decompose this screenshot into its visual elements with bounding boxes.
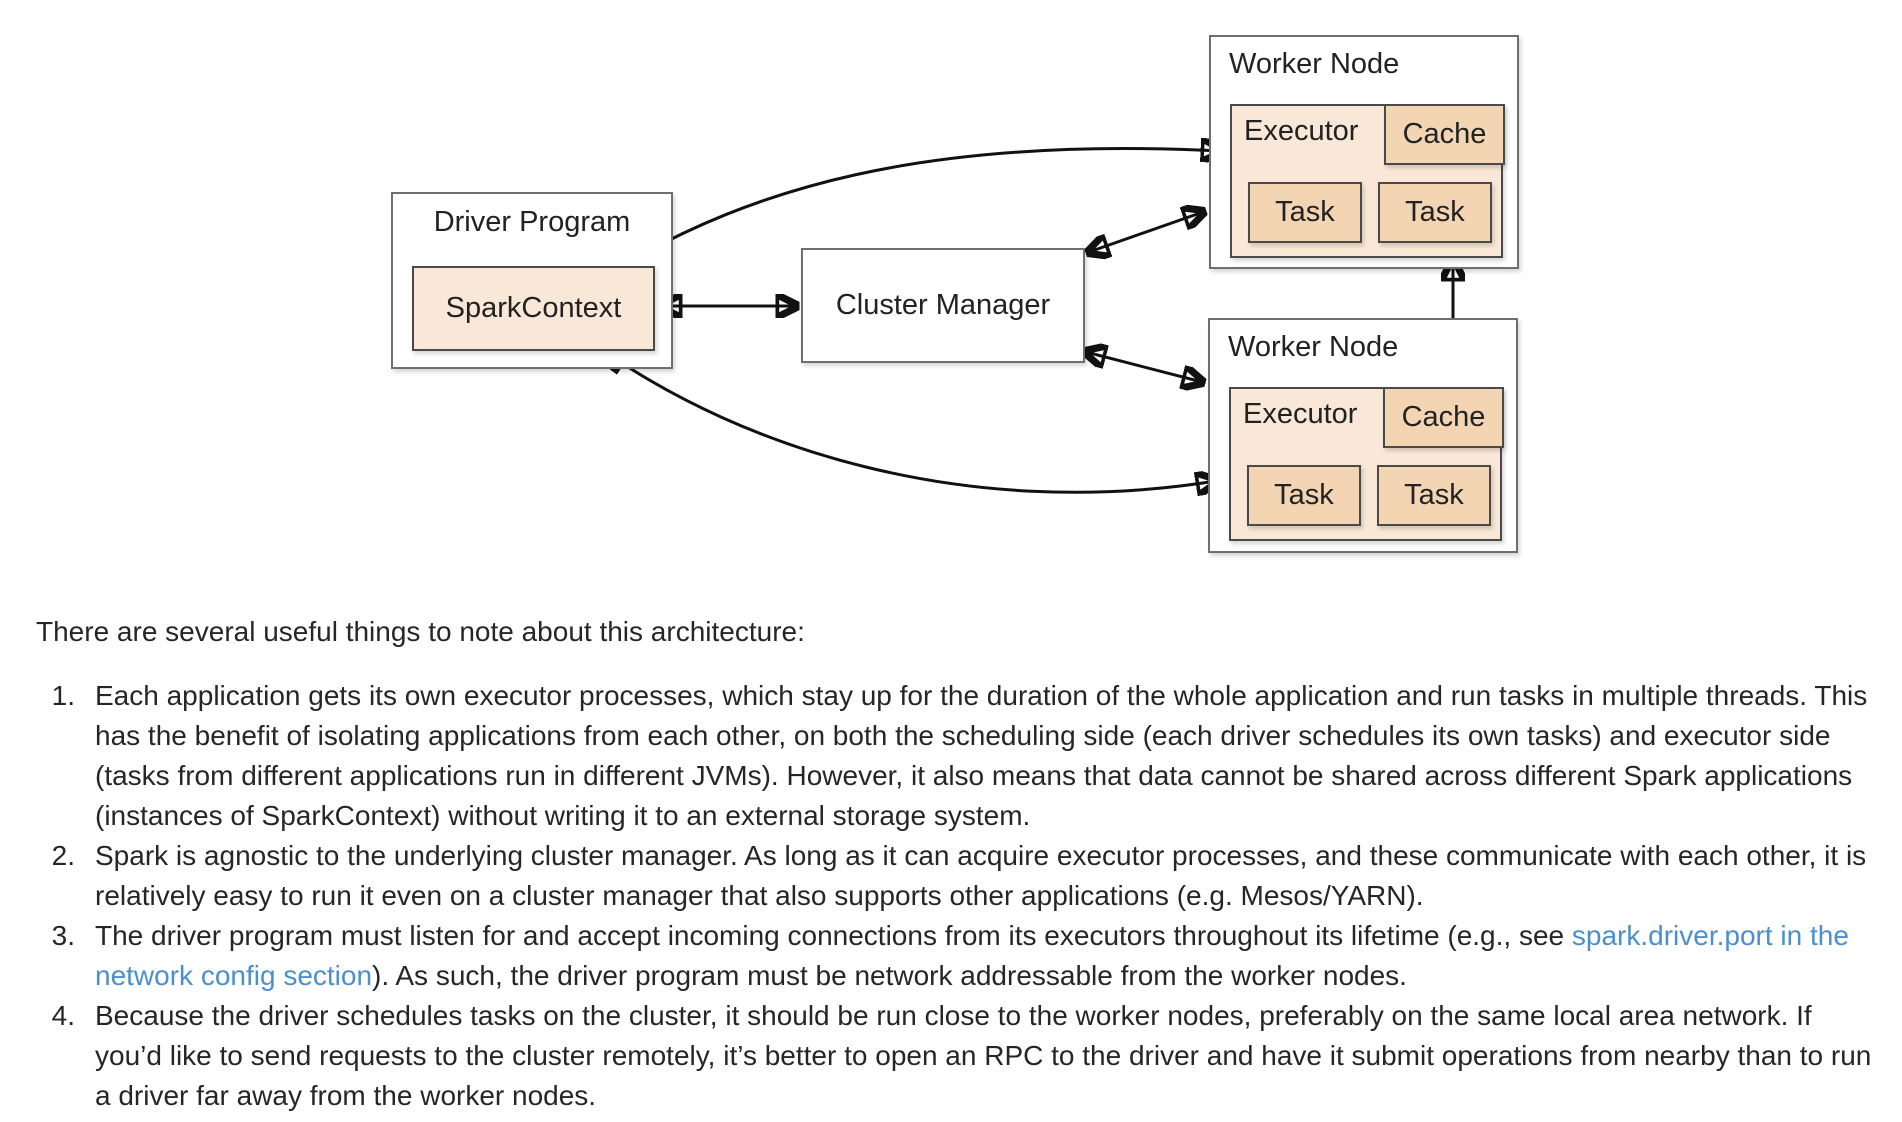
spark-cluster-architecture-diagram: Driver Program SparkContext Cluster Mana… [391, 35, 1519, 553]
worker-1-executor-label: Executor [1244, 115, 1359, 147]
worker-node-1-box: Worker Node Executor Cache Task Task [1209, 35, 1519, 269]
spark-context-box: SparkContext [412, 266, 655, 351]
list-item: Spark is agnostic to the underlying clus… [36, 836, 1882, 916]
list-item-text: Spark is agnostic to the underlying clus… [95, 840, 1867, 911]
list-item-text: The driver program must listen for and a… [95, 920, 1572, 951]
worker-2-task-box: Task [1377, 465, 1491, 526]
worker-1-task-box: Task [1378, 182, 1492, 243]
spark-driver-port-network-config-link[interactable]: spark.driver.port in the network config … [95, 920, 1849, 991]
intro-paragraph: There are several useful things to note … [36, 616, 805, 647]
list-item: Because the driver schedules tasks on th… [36, 996, 1882, 1116]
list-item: Each application gets its own executor p… [36, 676, 1882, 836]
list-item-text: Because the driver schedules tasks on th… [95, 1000, 1872, 1111]
worker-node-2-label: Worker Node [1228, 331, 1399, 363]
arrow-clustermanager-worker1 [1089, 212, 1203, 252]
list-item: The driver program must listen for and a… [36, 916, 1882, 996]
worker-1-task-1-label: Task [1275, 196, 1335, 228]
cluster-manager-box: Cluster Manager [801, 248, 1085, 363]
worker-2-task-2-label: Task [1404, 479, 1464, 511]
worker-2-cache-label: Cache [1401, 401, 1486, 433]
worker-node-2-box: Worker Node Executor Cache Task Task [1208, 318, 1518, 553]
driver-program-box: Driver Program SparkContext [391, 192, 673, 369]
spark-context-label: SparkContext [445, 292, 622, 324]
cluster-manager-label: Cluster Manager [835, 289, 1051, 321]
worker-2-executor-box: Executor Cache Task Task [1229, 387, 1504, 541]
worker-1-task-2-label: Task [1405, 196, 1465, 228]
worker-node-1-label: Worker Node [1229, 48, 1400, 80]
arrow-clustermanager-worker2 [1086, 352, 1202, 382]
list-item-text: Each application gets its own executor p… [95, 680, 1868, 831]
architecture-notes-list: Each application gets its own executor p… [36, 676, 1882, 1116]
worker-2-executor-label: Executor [1243, 398, 1358, 430]
worker-2-cache-box: Cache [1383, 387, 1504, 448]
worker-2-task-box: Task [1247, 465, 1361, 526]
worker-1-executor-box: Executor Cache Task Task [1230, 104, 1505, 258]
worker-1-cache-box: Cache [1384, 104, 1505, 165]
worker-1-task-box: Task [1248, 182, 1362, 243]
arrow-sparkcontext-worker1-curve [618, 148, 1221, 268]
list-item-text: ). As such, the driver program must be n… [372, 960, 1407, 991]
article-body: There are several useful things to note … [36, 612, 1882, 1116]
worker-1-cache-label: Cache [1402, 118, 1487, 150]
arrow-sparkcontext-worker2-curve [607, 353, 1216, 492]
driver-program-label: Driver Program [433, 206, 631, 238]
worker-2-task-1-label: Task [1274, 479, 1334, 511]
